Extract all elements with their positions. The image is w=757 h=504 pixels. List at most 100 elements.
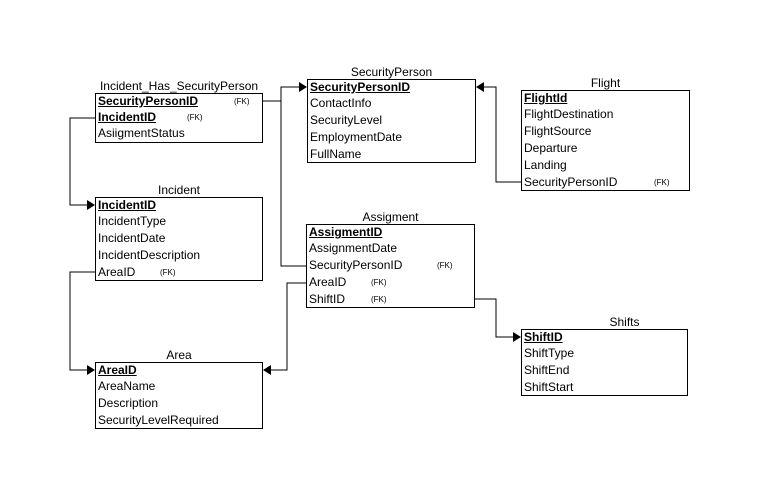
- field-name: AreaID: [98, 363, 137, 377]
- field-row: ShiftID (FK): [309, 291, 473, 308]
- field-row: IncidentDate: [98, 230, 261, 247]
- fk-tag: (FK): [437, 261, 453, 270]
- entity-shifts: Shifts ShiftID ShiftType ShiftEnd ShiftS…: [521, 315, 688, 396]
- entity-box: [95, 93, 263, 143]
- field-name: SecurityPersonID: [98, 94, 199, 108]
- entity-title: Incident: [157, 183, 201, 197]
- field-row: SecurityLevel: [310, 112, 474, 129]
- field-name: AreaID: [98, 265, 136, 279]
- field-row: IncidentDescription: [98, 247, 261, 264]
- arrowhead-area-right: [263, 365, 271, 375]
- arrowhead-incident: [87, 200, 95, 210]
- entity-box: [95, 362, 263, 429]
- field-row: AssigmentID: [309, 224, 473, 241]
- entity-title: Area: [166, 348, 192, 362]
- field-name: SecurityPersonID: [309, 258, 403, 272]
- field-name: AssigmentID: [309, 225, 383, 239]
- fk-tag: (FK): [371, 278, 387, 287]
- field-row: AreaName: [98, 378, 261, 395]
- field-row: ShiftEnd: [524, 362, 686, 379]
- field-name: ContactInfo: [310, 96, 372, 110]
- field-name: EmploymentDate: [310, 130, 403, 144]
- field-row: Description: [98, 395, 261, 412]
- field-name: IncidentID: [98, 198, 157, 212]
- entity-flight: Flight FlightId FlightDestination Flight…: [521, 76, 690, 191]
- field-name: ShiftStart: [524, 380, 574, 394]
- rel-assigment-to-area: [270, 282, 306, 371]
- entity-box: [521, 90, 690, 191]
- entity-area: Area AreaID AreaName Description Securit…: [95, 348, 263, 429]
- fk-tag: (FK): [160, 268, 176, 277]
- fk-tag: (FK): [187, 113, 203, 122]
- entity-title: Assigment: [362, 210, 419, 224]
- field-row: IncidentID: [98, 197, 261, 214]
- entity-box: [306, 224, 475, 308]
- arrowhead-securityperson-left: [299, 82, 307, 92]
- fk-tag: (FK): [234, 97, 250, 106]
- field-name: SecurityPersonID: [310, 80, 411, 94]
- rel-assigment-to-securityperson: [280, 101, 306, 267]
- arrowhead-area-left: [87, 365, 95, 375]
- field-name: Departure: [524, 141, 578, 155]
- field-row: SecurityPersonID: [310, 79, 474, 96]
- field-name: ShiftID: [524, 330, 563, 344]
- field-name: Description: [98, 396, 159, 410]
- field-name: FlightSource: [524, 124, 592, 138]
- field-row: Landing: [524, 157, 688, 174]
- field-name: IncidentDate: [98, 231, 166, 245]
- arrowhead-shifts: [513, 332, 521, 342]
- entity-title: Incident_Has_SecurityPerson: [99, 79, 259, 93]
- rel-ihsp-to-incident: [69, 117, 95, 206]
- rel-ihsp-to-securityperson: [263, 86, 301, 102]
- entity-title: SecurityPerson: [350, 65, 433, 79]
- field-name: AreaName: [98, 379, 156, 393]
- field-name: IncidentType: [98, 214, 167, 228]
- field-name: IncidentID: [98, 110, 157, 124]
- rel-assigment-to-shifts: [475, 298, 514, 338]
- fk-tag: (FK): [371, 295, 387, 304]
- arrowhead-securityperson-right: [476, 82, 484, 92]
- field-row: SecurityPersonID (FK): [98, 93, 261, 110]
- field-row: EmploymentDate: [310, 129, 474, 146]
- entity-title: Flight: [590, 76, 621, 90]
- field-row: ShiftType: [524, 345, 686, 362]
- field-name: FullName: [310, 147, 362, 161]
- field-row: SecurityPersonID (FK): [524, 174, 688, 191]
- entity-incident-has-securityperson: Incident_Has_SecurityPerson SecurityPers…: [95, 79, 263, 143]
- field-row: IncidentID (FK): [98, 109, 261, 126]
- field-name: AreaID: [309, 275, 347, 289]
- field-name: SecurityLevel: [310, 113, 383, 127]
- field-name: ShiftID: [309, 292, 346, 306]
- field-row: SecurityLevelRequired: [98, 412, 261, 429]
- field-row: AsiigmentStatus: [98, 125, 261, 142]
- entity-box: [521, 329, 688, 396]
- fk-tag: (FK): [654, 178, 670, 187]
- field-name: AsiigmentStatus: [98, 126, 185, 140]
- field-row: FlightSource: [524, 123, 688, 140]
- field-row: FlightId: [524, 90, 688, 107]
- field-name: FlightDestination: [524, 107, 614, 121]
- entity-securityperson: SecurityPerson SecurityPersonID ContactI…: [307, 65, 476, 163]
- field-row: AreaID (FK): [309, 274, 473, 291]
- field-row: FlightDestination: [524, 106, 688, 123]
- field-row: Departure: [524, 140, 688, 157]
- entity-box: [95, 197, 263, 281]
- rel-flight-to-securityperson: [482, 86, 521, 183]
- field-name: SecurityPersonID: [524, 175, 618, 189]
- entity-incident: Incident IncidentID IncidentType Inciden…: [95, 183, 263, 281]
- entity-assigment: Assigment AssigmentID AssignmentDate Sec…: [306, 210, 475, 308]
- entity-box: [307, 79, 476, 163]
- field-row: ContactInfo: [310, 95, 474, 112]
- rel-incident-to-area: [69, 271, 95, 371]
- field-row: ShiftID: [524, 329, 686, 346]
- field-row: SecurityPersonID (FK): [309, 257, 473, 274]
- field-name: SecurityLevelRequired: [98, 413, 219, 427]
- field-name: IncidentDescription: [98, 248, 201, 262]
- entity-title: Shifts: [609, 315, 640, 329]
- field-name: ShiftEnd: [524, 363, 570, 377]
- field-row: IncidentType: [98, 213, 261, 230]
- field-row: FullName: [310, 146, 474, 163]
- field-name: ShiftType: [524, 346, 575, 360]
